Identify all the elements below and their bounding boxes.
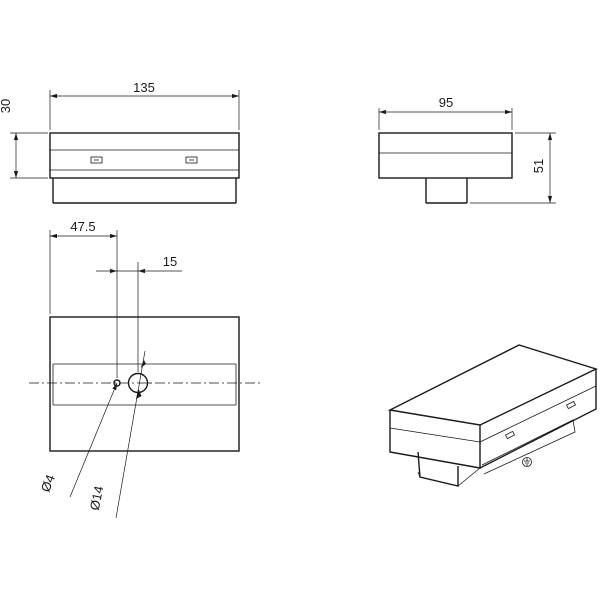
front-clip-right <box>185 156 198 164</box>
small-hole-diameter-text: Ø4 <box>38 472 58 494</box>
dimension-side-width-text: 95 <box>439 95 453 110</box>
leader-small-hole: Ø4 <box>38 382 118 498</box>
dimension-side-width: 95 <box>378 95 513 130</box>
dimension-front-width-text: 135 <box>133 80 155 95</box>
iso-clip-front <box>504 430 516 440</box>
dimension-hole-offset-text: 47.5 <box>70 219 95 234</box>
dimension-hole-offset: 47.5 <box>49 219 118 378</box>
isometric-view <box>387 344 598 487</box>
top-view <box>29 316 260 452</box>
dimension-side-height-text: 51 <box>531 159 546 173</box>
dimension-front-width: 135 <box>49 80 240 130</box>
front-view <box>49 132 240 204</box>
front-clip-left <box>90 156 103 164</box>
large-hole-diameter-text: Ø14 <box>87 484 107 511</box>
dimension-front-height-text: 30 <box>0 99 13 113</box>
dimension-side-height: 51 <box>470 132 556 204</box>
dimension-hole-spacing-text: 15 <box>163 254 177 269</box>
iso-clip-side <box>565 400 577 410</box>
leader-large-hole: Ø14 <box>87 350 146 519</box>
ground-symbol-icon <box>522 457 532 467</box>
side-view <box>378 132 513 204</box>
dimension-hole-spacing: 15 <box>96 254 182 372</box>
dimension-front-height: 30 <box>0 99 48 179</box>
